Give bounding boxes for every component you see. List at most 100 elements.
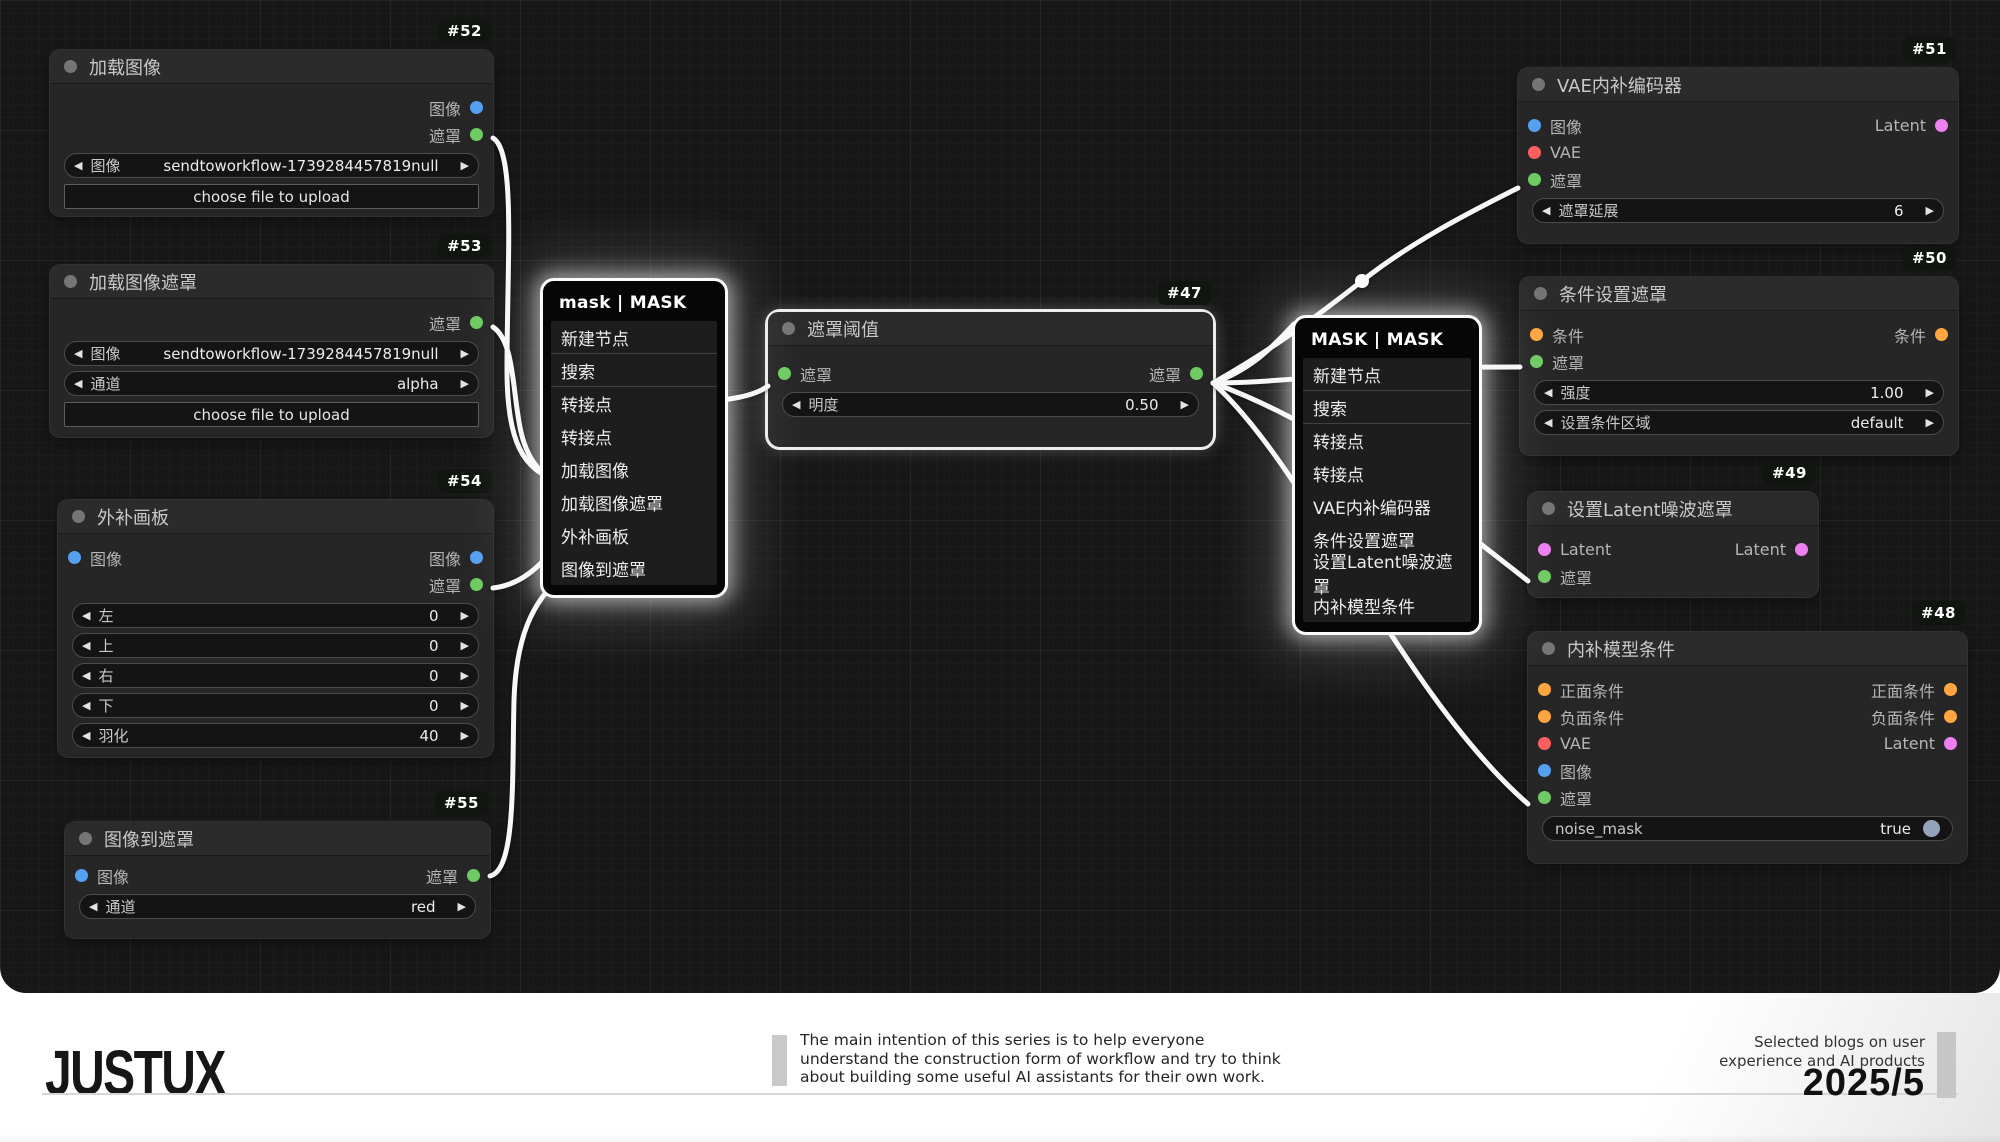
conditioning-slot-dot[interactable] (1538, 710, 1551, 723)
output-slot-conditioning[interactable]: 条件 (1894, 323, 1948, 347)
feather-number-widget[interactable]: ◀ 羽化 40 ▶ (72, 723, 479, 748)
arrow-left-icon[interactable]: ◀ (82, 639, 91, 652)
conditioning-slot-dot[interactable] (1538, 683, 1551, 696)
node-header[interactable]: 遮罩阈值 (768, 312, 1213, 346)
top-number-widget[interactable]: ◀ 上 0 ▶ (72, 633, 479, 658)
input-slot-image[interactable]: 图像 (68, 546, 122, 570)
output-slot-image[interactable]: 图像 (429, 546, 483, 570)
context-menu-mask-search[interactable]: mask | MASK 新建节点 搜索 转接点 转接点 加载图像 加载图像遮罩 … (540, 278, 728, 598)
arrow-left-icon[interactable]: ◀ (82, 699, 91, 712)
arrow-right-icon[interactable]: ▶ (1180, 398, 1189, 411)
node-header[interactable]: 条件设置遮罩 (1520, 277, 1958, 311)
arrow-left-icon[interactable]: ◀ (1544, 416, 1553, 429)
image-file-combo[interactable]: ◀ 图像 sendtoworkflow-1739284457819null ▶ (64, 153, 479, 178)
menu-item-reroute[interactable]: 转接点 (1313, 466, 1364, 486)
node-pad-image-outpaint[interactable]: #54 外补画板 图像 图像 遮罩 (58, 469, 493, 757)
output-slot-image[interactable]: 图像 (429, 96, 483, 120)
bottom-number-widget[interactable]: ◀ 下 0 ▶ (72, 693, 479, 718)
mask-slot-dot[interactable] (1528, 173, 1541, 186)
arrow-left-icon[interactable]: ◀ (792, 398, 801, 411)
context-menu-mask-search-right[interactable]: MASK | MASK 新建节点 搜索 转接点 转接点 VAE内补编码器 条件设… (1292, 315, 1482, 635)
arrow-right-icon[interactable]: ▶ (1925, 386, 1934, 399)
collapse-dot-icon[interactable] (1542, 642, 1555, 655)
input-slot-vae[interactable]: VAE (1528, 143, 1581, 162)
input-slot-mask[interactable]: 遮罩 (1538, 786, 1592, 810)
image-file-combo[interactable]: ◀ 图像 sendtoworkflow-1739284457819null ▶ (64, 341, 479, 366)
node-header[interactable]: 外补画板 (58, 500, 493, 534)
output-slot-mask[interactable]: 遮罩 (429, 573, 483, 597)
channel-combo[interactable]: ◀ 通道 red ▶ (79, 894, 476, 919)
output-slot-mask[interactable]: 遮罩 (429, 311, 483, 335)
set-cond-area-combo[interactable]: ◀ 设置条件区域 default ▶ (1534, 410, 1944, 435)
menu-item-reroute[interactable]: 转接点 (1313, 433, 1364, 453)
menu-item-search[interactable]: 搜索 (551, 354, 717, 387)
arrow-left-icon[interactable]: ◀ (74, 347, 83, 360)
output-slot-positive[interactable]: 正面条件 (1871, 678, 1957, 702)
arrow-left-icon[interactable]: ◀ (1544, 386, 1553, 399)
menu-item-reroute[interactable]: 转接点 (561, 396, 612, 416)
menu-item-reroute[interactable]: 转接点 (561, 429, 612, 449)
mask-slot-dot[interactable] (467, 869, 480, 882)
input-slot-negative[interactable]: 负面条件 (1538, 705, 1624, 729)
output-slot-latent[interactable]: Latent (1735, 540, 1808, 559)
arrow-right-icon[interactable]: ▶ (460, 639, 469, 652)
latent-slot-dot[interactable] (1795, 543, 1808, 556)
mask-slot-dot[interactable] (1538, 791, 1551, 804)
arrow-right-icon[interactable]: ▶ (460, 609, 469, 622)
menu-item-load-image[interactable]: 加载图像 (561, 462, 629, 482)
conditioning-slot-dot[interactable] (1944, 710, 1957, 723)
right-number-widget[interactable]: ◀ 右 0 ▶ (72, 663, 479, 688)
node-header[interactable]: 加载图像遮罩 (50, 265, 493, 299)
output-slot-latent[interactable]: Latent (1875, 116, 1948, 135)
input-slot-mask[interactable]: 遮罩 (1530, 350, 1584, 374)
mask-slot-dot[interactable] (1190, 367, 1203, 380)
node-inpaint-model-conditioning[interactable]: #48 内补模型条件 正面条件 正面条件 负面条件 (1528, 601, 1967, 863)
arrow-right-icon[interactable]: ▶ (460, 669, 469, 682)
collapse-dot-icon[interactable] (64, 275, 77, 288)
node-load-image-mask[interactable]: #53 加载图像遮罩 遮罩 ◀ 图像 sendtoworkflow-173928… (50, 234, 493, 437)
vae-slot-dot[interactable] (1538, 737, 1551, 750)
arrow-left-icon[interactable]: ◀ (89, 900, 98, 913)
node-image-to-mask[interactable]: #55 图像到遮罩 图像 遮罩 ◀ 通道 red ▶ (65, 791, 490, 938)
channel-combo[interactable]: ◀ 通道 alpha ▶ (64, 371, 479, 396)
image-slot-dot[interactable] (75, 869, 88, 882)
conditioning-slot-dot[interactable] (1530, 328, 1543, 341)
input-slot-image[interactable]: 图像 (75, 864, 129, 888)
conditioning-slot-dot[interactable] (1944, 683, 1957, 696)
input-slot-mask[interactable]: 遮罩 (778, 362, 832, 386)
mask-slot-dot[interactable] (470, 578, 483, 591)
conditioning-slot-dot[interactable] (1935, 328, 1948, 341)
image-slot-dot[interactable] (470, 101, 483, 114)
input-slot-vae[interactable]: VAE (1538, 734, 1591, 753)
vae-slot-dot[interactable] (1528, 146, 1541, 159)
menu-item-new-node[interactable]: 新建节点 (551, 321, 717, 354)
collapse-dot-icon[interactable] (64, 60, 77, 73)
menu-item-new-node[interactable]: 新建节点 (1303, 358, 1471, 391)
mask-slot-dot[interactable] (1538, 570, 1551, 583)
arrow-left-icon[interactable]: ◀ (1542, 204, 1551, 217)
output-slot-negative[interactable]: 负面条件 (1871, 705, 1957, 729)
latent-slot-dot[interactable] (1944, 737, 1957, 750)
arrow-left-icon[interactable]: ◀ (82, 669, 91, 682)
arrow-right-icon[interactable]: ▶ (1925, 416, 1934, 429)
arrow-right-icon[interactable]: ▶ (460, 159, 469, 172)
menu-item-vae-encode-inpaint[interactable]: VAE内补编码器 (1313, 499, 1431, 519)
arrow-right-icon[interactable]: ▶ (1925, 204, 1934, 217)
arrow-right-icon[interactable]: ▶ (460, 377, 469, 390)
output-slot-latent[interactable]: Latent (1884, 734, 1957, 753)
input-slot-positive[interactable]: 正面条件 (1538, 678, 1624, 702)
node-mask-threshold[interactable]: #47 遮罩阈值 遮罩 遮罩 ◀ 明度 0.50 ▶ (768, 281, 1213, 447)
left-number-widget[interactable]: ◀ 左 0 ▶ (72, 603, 479, 628)
menu-item-pad-image[interactable]: 外补画板 (561, 528, 629, 548)
latent-slot-dot[interactable] (1538, 543, 1551, 556)
collapse-dot-icon[interactable] (1532, 78, 1545, 91)
arrow-left-icon[interactable]: ◀ (74, 159, 83, 172)
node-header[interactable]: 设置Latent噪波遮罩 (1528, 492, 1818, 526)
arrow-right-icon[interactable]: ▶ (460, 347, 469, 360)
collapse-dot-icon[interactable] (72, 510, 85, 523)
image-slot-dot[interactable] (68, 551, 81, 564)
latent-slot-dot[interactable] (1935, 119, 1948, 132)
mask-slot-dot[interactable] (778, 367, 791, 380)
node-header[interactable]: 内补模型条件 (1528, 632, 1967, 666)
arrow-left-icon[interactable]: ◀ (82, 729, 91, 742)
